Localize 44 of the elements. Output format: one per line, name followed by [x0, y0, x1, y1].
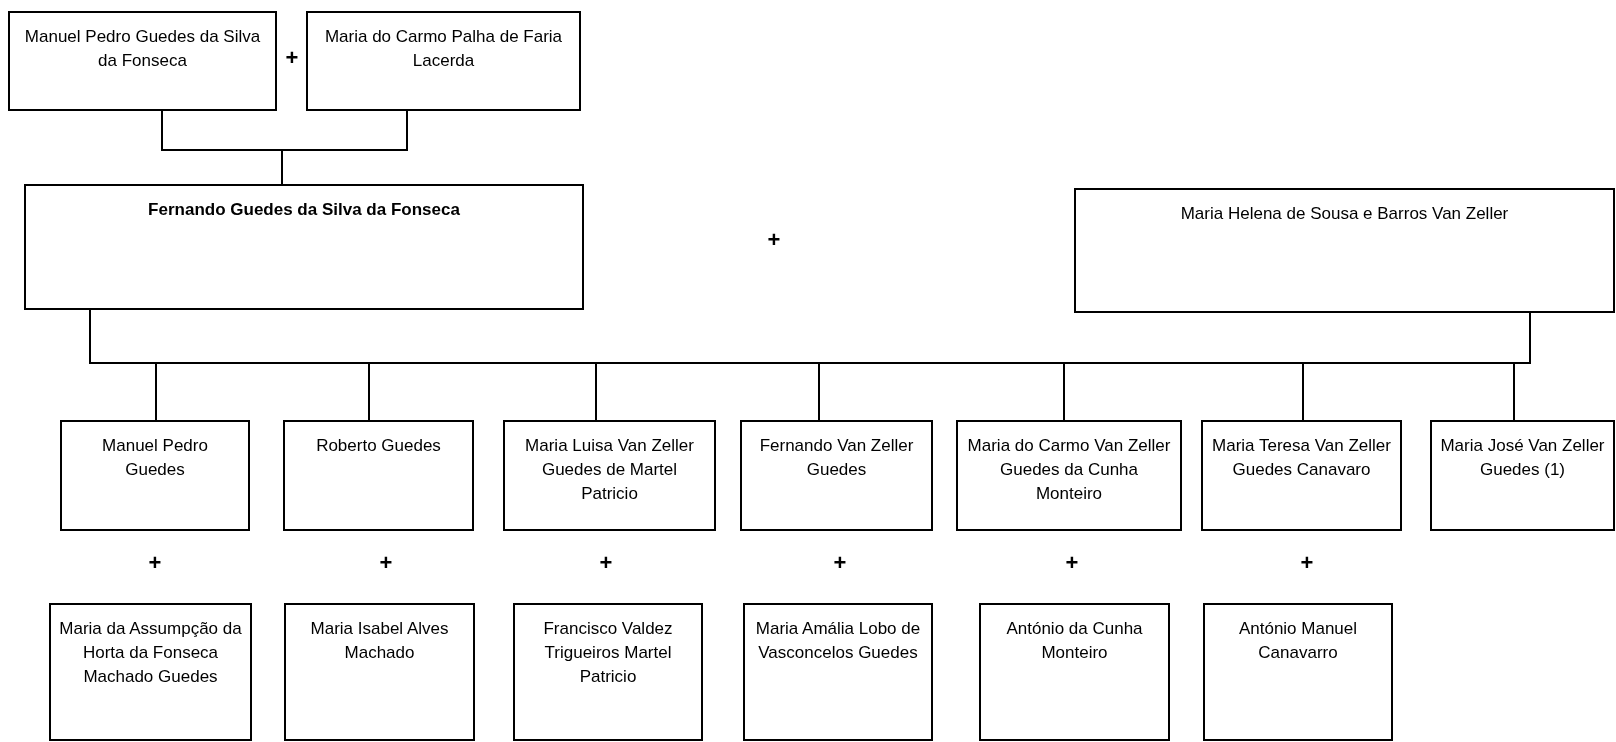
marriage-sign: + [833, 552, 847, 574]
person-box [24, 184, 584, 310]
person-box [979, 603, 1170, 741]
person-box [743, 603, 933, 741]
person-box [306, 11, 581, 111]
marriage-sign: + [599, 552, 613, 574]
person-box [49, 603, 252, 741]
person-name: Manuel Pedro Guedes da Silva da Fonseca [23, 26, 262, 72]
person-box [60, 420, 250, 531]
person-name: Maria Helena de Sousa e Barros Van Zeller [1180, 203, 1509, 225]
person-box [1203, 603, 1393, 741]
person-name: Maria José Van Zeller Guedes (1) [1440, 435, 1605, 481]
person-box [740, 420, 933, 531]
person-box [513, 603, 703, 741]
person-name: Fernando Van Zeller Guedes [758, 435, 915, 481]
marriage-sign: + [285, 47, 299, 69]
person-box [1201, 420, 1402, 531]
person-name: Roberto Guedes [316, 435, 441, 457]
marriage-sign: + [1065, 552, 1079, 574]
person-name: Maria da Assumpção da Horta da Fonseca Machado Guedes [59, 618, 242, 688]
person-name: Maria do Carmo Palha de Faria Lacerda [323, 26, 564, 72]
marriage-sign: + [148, 552, 162, 574]
person-box [503, 420, 716, 531]
person-name: Maria do Carmo Van Zeller Guedes da Cunha Monteiro [966, 435, 1172, 505]
person-name: António Manuel Canavarro [1237, 618, 1359, 664]
person-box [1430, 420, 1615, 531]
person-box [956, 420, 1182, 531]
person-name: Francisco Valdez Trigueiros Martel Patricio [542, 618, 674, 688]
person-box [283, 420, 474, 531]
marriage-sign: + [1300, 552, 1314, 574]
connector-line [1513, 312, 1531, 421]
person-box [8, 11, 277, 111]
marriage-sign: + [767, 229, 781, 251]
person-name: Maria Luisa Van Zeller Guedes de Martel Patricio [524, 435, 695, 505]
person-box [1074, 188, 1615, 313]
person-name: Fernando Guedes da Silva da Fonseca [148, 199, 460, 221]
person-name: Maria Amália Lobo de Vasconcelos Guedes [754, 618, 922, 664]
person-name: Maria Teresa Van Zeller Guedes Canavaro [1211, 435, 1392, 481]
person-name: António da Cunha Monteiro [1005, 618, 1144, 664]
person-box [284, 603, 475, 741]
person-name: Manuel Pedro Guedes [101, 435, 209, 481]
marriage-sign: + [379, 552, 393, 574]
person-name: Maria Isabel Alves Machado [309, 618, 450, 664]
connector-line [281, 110, 408, 185]
